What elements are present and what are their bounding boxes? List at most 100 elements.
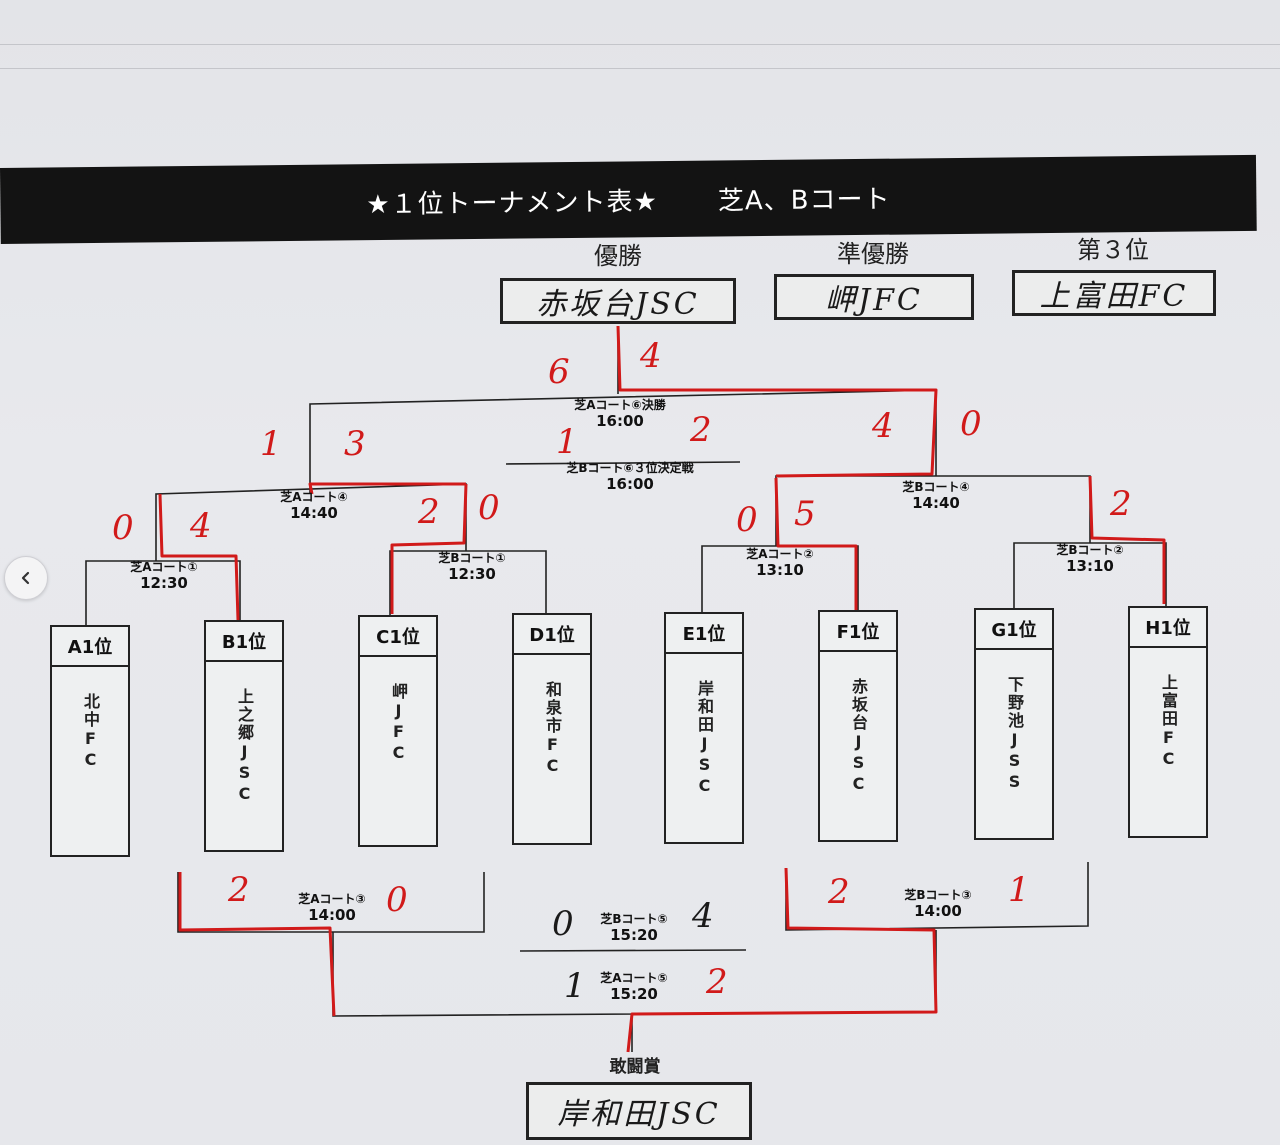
- third-place-label: 第３位: [1077, 236, 1149, 264]
- previous-image-button[interactable]: [4, 556, 48, 600]
- team-box-d1: D1位 和泉市FC: [512, 613, 592, 845]
- lower-left-match-label: 芝Aコート③ 14:00: [272, 892, 392, 924]
- match-time: 16:00: [596, 412, 644, 431]
- match-court: 芝Aコート⑤: [600, 971, 668, 985]
- team-seed: C1位: [360, 617, 436, 657]
- third-place-match-label: 芝Bコート⑥３位決定戦 16:00: [530, 461, 730, 493]
- match-time: 16:00: [606, 475, 654, 494]
- match-court: 芝Aコート④: [280, 490, 348, 504]
- score-r2b-right: 2: [1110, 484, 1132, 524]
- match-time: 12:30: [448, 565, 496, 584]
- score-r2a-right: 5: [794, 494, 816, 534]
- match-time: 14:00: [308, 906, 356, 925]
- score-lower-left-right: 0: [386, 880, 408, 920]
- score-lower-left-left: 2: [228, 870, 250, 910]
- runner-up-box: 岬JFC: [774, 274, 974, 320]
- match-time: 14:40: [912, 494, 960, 513]
- team-box-a1: A1位 北中FC: [50, 625, 130, 857]
- runner-up-label: 準優勝: [837, 240, 909, 268]
- team-name: 岸和田JSC: [695, 680, 714, 797]
- third-place-box: 上富田FC: [1012, 270, 1216, 316]
- score-lower-b5-right: 4: [692, 896, 714, 936]
- team-name: 北中FC: [81, 693, 100, 771]
- match-court: 芝Bコート⑥３位決定戦: [566, 461, 694, 475]
- r2-b-match-label: 芝Bコート② 13:10: [1030, 543, 1150, 575]
- fighting-spirit-box: 岸和田JSC: [526, 1082, 752, 1140]
- semi-right-match-label: 芝Bコート④ 14:40: [876, 480, 996, 512]
- r2-a-match-label: 芝Aコート② 13:10: [720, 547, 840, 579]
- match-time: 12:30: [140, 574, 188, 593]
- match-court: 芝Bコート④: [902, 480, 970, 494]
- match-court: 芝Bコート⑤: [600, 912, 668, 926]
- score-lower-a5-right: 2: [706, 962, 728, 1002]
- score-sf-left-left: 1: [260, 424, 282, 464]
- score-r1b-right: 0: [478, 488, 500, 528]
- team-seed: A1位: [52, 627, 128, 667]
- score-lower-a5-left: 1: [564, 966, 586, 1006]
- score-sf-right-left: 4: [872, 406, 894, 446]
- lower-right-match-label: 芝Bコート③ 14:00: [878, 888, 998, 920]
- score-r1b-left: 2: [418, 492, 440, 532]
- score-final-right: 4: [640, 336, 662, 376]
- final-match-label: 芝Aコート⑥決勝 16:00: [540, 398, 700, 430]
- team-box-b1: B1位 上之郷JSC: [204, 620, 284, 852]
- team-name: 上富田FC: [1159, 674, 1178, 770]
- team-seed: F1位: [820, 612, 896, 652]
- lower-b5-match-label: 芝Bコート⑤ 15:20: [574, 912, 694, 944]
- score-r2a-left: 0: [736, 500, 758, 540]
- chevron-left-icon: [21, 571, 30, 585]
- team-seed: G1位: [976, 610, 1052, 650]
- team-name: 下野池JSS: [1005, 676, 1024, 793]
- paper-fold-line: [0, 44, 1280, 45]
- semi-left-match-label: 芝Aコート④ 14:40: [254, 490, 374, 522]
- match-time: 14:00: [914, 902, 962, 921]
- team-box-e1: E1位 岸和田JSC: [664, 612, 744, 844]
- team-box-c1: C1位 岬JFC: [358, 615, 438, 847]
- team-name: 和泉市FC: [543, 681, 562, 777]
- third-place-name: 上富田FC: [1039, 279, 1189, 314]
- score-third-left: 1: [556, 422, 578, 462]
- champion-box: 赤坂台JSC: [500, 278, 736, 324]
- team-name: 岬JFC: [389, 683, 408, 764]
- score-r1a-left: 0: [112, 508, 134, 548]
- score-lower-right-left: 2: [828, 872, 850, 912]
- team-seed: B1位: [206, 622, 282, 662]
- team-name: 上之郷JSC: [235, 688, 254, 805]
- fighting-spirit-name: 岸和田JSC: [557, 1097, 721, 1132]
- match-court: 芝Bコート③: [904, 888, 972, 902]
- team-name: 赤坂台JSC: [849, 678, 868, 795]
- match-time: 13:10: [1066, 557, 1114, 576]
- match-court: 芝Aコート②: [746, 547, 814, 561]
- score-lower-right-right: 1: [1008, 870, 1030, 910]
- match-time: 13:10: [756, 561, 804, 580]
- match-court: 芝Aコート⑥決勝: [574, 398, 666, 412]
- runner-up-name: 岬JFC: [825, 283, 923, 318]
- match-time: 14:40: [290, 504, 338, 523]
- team-seed: E1位: [666, 614, 742, 654]
- r1-b-match-label: 芝Bコート① 12:30: [412, 551, 532, 583]
- team-box-f1: F1位 赤坂台JSC: [818, 610, 898, 842]
- champion-label: 優勝: [594, 242, 642, 270]
- match-court: 芝Bコート②: [1056, 543, 1124, 557]
- match-court: 芝Bコート①: [438, 551, 506, 565]
- team-box-h1: H1位 上富田FC: [1128, 606, 1208, 838]
- fighting-spirit-label: 敢闘賞: [609, 1057, 661, 1077]
- score-third-right: 2: [690, 410, 712, 450]
- team-box-g1: G1位 下野池JSS: [974, 608, 1054, 840]
- team-seed: D1位: [514, 615, 590, 655]
- match-court: 芝Aコート③: [298, 892, 366, 906]
- score-sf-right-right: 0: [960, 404, 982, 444]
- score-lower-b5-left: 0: [552, 904, 574, 944]
- paper-fold-line: [0, 68, 1280, 69]
- score-final-left: 6: [548, 352, 570, 392]
- champion-name: 赤坂台JSC: [536, 287, 700, 322]
- team-seed: H1位: [1130, 608, 1206, 648]
- match-time: 15:20: [610, 985, 658, 1004]
- score-r1a-right: 4: [190, 506, 212, 546]
- match-court: 芝Aコート①: [130, 560, 198, 574]
- r1-a-match-label: 芝Aコート① 12:30: [104, 560, 224, 592]
- lower-a5-match-label: 芝Aコート⑤ 15:20: [574, 971, 694, 1003]
- score-sf-left-right: 3: [344, 424, 366, 464]
